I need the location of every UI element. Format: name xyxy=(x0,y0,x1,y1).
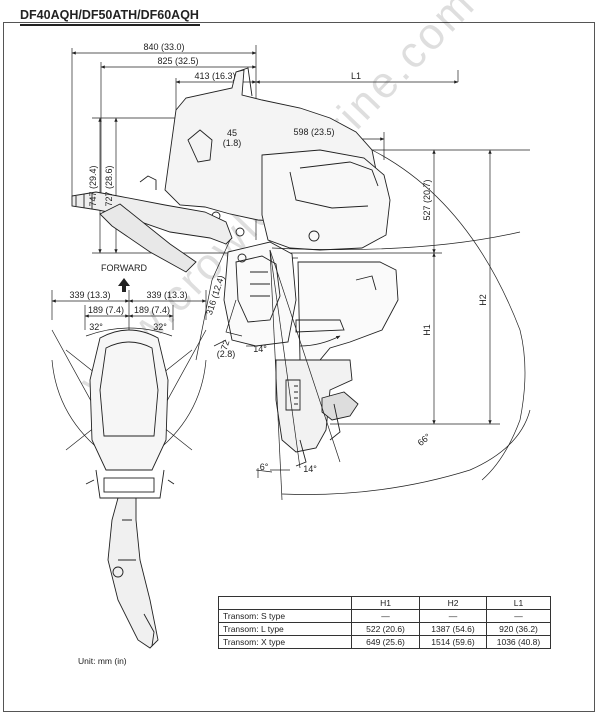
dim-72-inch: (2.8) xyxy=(217,349,236,359)
right-vertical-dimensions xyxy=(238,149,530,425)
table-cell: 649 (25.6) xyxy=(351,635,420,649)
dim-527: 527 (20.7) xyxy=(422,179,432,220)
dim-316: 316 (12.4) xyxy=(204,274,226,316)
outboard-top-view xyxy=(85,329,175,649)
dim-598: 598 (23.5) xyxy=(293,127,334,137)
table-cell: 1514 (59.6) xyxy=(419,635,487,649)
table-header-cell: L1 xyxy=(486,596,551,610)
dim-189-right: 189 (7.4) xyxy=(134,305,170,315)
dim-747: 747 (29.4) xyxy=(88,165,98,206)
table-header-row: H1 H2 L1 xyxy=(218,596,551,610)
title-underline xyxy=(20,24,200,26)
dim-189-left: 189 (7.4) xyxy=(88,305,124,315)
dim-72: 72 xyxy=(219,339,232,352)
angle-66: 66° xyxy=(416,431,433,448)
angle-14-bottom: 14° xyxy=(303,464,317,474)
table-cell: — xyxy=(351,609,420,623)
forward-label: FORWARD xyxy=(101,263,147,273)
dim-overall-length: 840 (33.0) xyxy=(143,42,184,52)
table-cell: Transom: X type xyxy=(218,635,352,649)
dim-727: 727 (28.6) xyxy=(104,165,114,206)
table-cell: Transom: L type xyxy=(218,622,352,636)
outboard-side-view xyxy=(71,67,399,467)
diagram-frame xyxy=(3,22,595,712)
table-header-cell: H2 xyxy=(419,596,487,610)
table-cell: 920 (36.2) xyxy=(486,622,551,636)
dim-339-left: 339 (13.3) xyxy=(69,290,110,300)
dim-length-413: 413 (16.3) xyxy=(194,71,235,81)
dim-l1: L1 xyxy=(351,71,361,81)
forward-arrow-icon xyxy=(118,278,130,292)
transom-spec-table: H1 H2 L1 Transom: S type — — — Transom: … xyxy=(218,596,551,649)
table-row: Transom: X type 649 (25.6) 1514 (59.6) 1… xyxy=(218,635,551,649)
angle-6: 6° xyxy=(260,462,269,472)
table-row: Transom: L type 522 (20.6) 1387 (54.6) 9… xyxy=(218,622,551,636)
tilt-angle-lines xyxy=(195,149,531,501)
dim-h2: H2 xyxy=(478,294,488,306)
unit-label: Unit: mm (in) xyxy=(78,656,127,666)
table-row: Transom: S type — — — xyxy=(218,609,551,623)
dim-length-825: 825 (32.5) xyxy=(157,56,198,66)
table-cell: 522 (20.6) xyxy=(351,622,420,636)
table-header-cell xyxy=(218,596,352,610)
dim-45-inch: (1.8) xyxy=(223,138,242,148)
table-cell: Transom: S type xyxy=(218,609,352,623)
table-cell: 1036 (40.8) xyxy=(486,635,551,649)
dim-45: 45 xyxy=(227,128,237,138)
diagram-title: DF40AQH/DF50ATH/DF60AQH xyxy=(20,8,199,22)
table-cell: 1387 (54.6) xyxy=(419,622,487,636)
dim-339-right: 339 (13.3) xyxy=(146,290,187,300)
table-header-cell: H1 xyxy=(351,596,420,610)
angle-32-left: 32° xyxy=(89,322,103,332)
angle-14-top: 14° xyxy=(253,344,267,354)
table-cell: — xyxy=(419,609,487,623)
dim-h1: H1 xyxy=(422,324,432,336)
table-cell: — xyxy=(486,609,551,623)
angle-32-right: 32° xyxy=(153,322,167,332)
